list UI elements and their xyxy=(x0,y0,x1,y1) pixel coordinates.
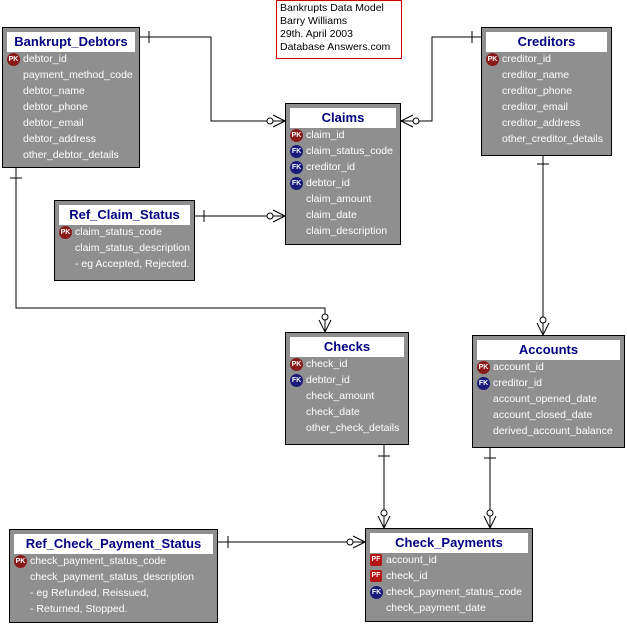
entity-title: Check_Payments xyxy=(370,533,528,553)
rel-accounts-checkpayments xyxy=(483,448,497,529)
entity-attribute: creditor_id xyxy=(493,377,543,389)
entity-attribute: - eg Refunded, Reissued, xyxy=(30,587,150,599)
rel-creditors-accounts xyxy=(536,156,550,336)
fk-key-icon: FK xyxy=(477,377,490,390)
rel-paymentstatus-checkpayments xyxy=(218,535,366,549)
entity-attribute: claim_amount xyxy=(306,193,372,205)
entity-attribute: debtor_address xyxy=(23,133,96,145)
pf-key-icon: PF xyxy=(370,554,382,566)
pf-key-icon: PF xyxy=(370,570,382,582)
entity-attribute: debtor_id xyxy=(306,177,350,189)
entity-attribute: check_id xyxy=(386,570,428,582)
entity-attribute: debtor_id xyxy=(23,53,67,65)
entity-attribute: payment_method_code xyxy=(23,69,133,81)
entity-title: Ref_Claim_Status xyxy=(59,205,190,225)
pk-key-icon: PK xyxy=(7,53,20,66)
entity-attribute: account_closed_date xyxy=(493,409,593,421)
entity-attribute: - eg Accepted, Rejected. xyxy=(75,258,190,270)
note-line: 29th. April 2003 xyxy=(280,28,353,40)
entity-attribute: debtor_name xyxy=(23,85,85,97)
entity-attribute: creditor_id xyxy=(502,53,552,65)
entity-attribute: account_opened_date xyxy=(493,393,597,405)
fk-key-icon: FK xyxy=(370,586,383,599)
entity-attribute: debtor_phone xyxy=(23,101,88,113)
note-line: Bankrupts Data Model xyxy=(280,2,384,14)
diagram-note: Bankrupts Data Model Barry Williams 29th… xyxy=(276,0,402,59)
entity-attribute: claim_description xyxy=(306,225,388,237)
note-line: Barry Williams xyxy=(280,15,348,27)
entity-title: Creditors xyxy=(486,32,607,52)
entity-attribute: creditor_address xyxy=(502,117,581,129)
fk-key-icon: FK xyxy=(290,145,303,158)
rel-debtors-checks xyxy=(10,168,332,333)
entity-attribute: claim_status_description xyxy=(75,242,190,254)
entity-attribute: check_payment_date xyxy=(386,602,486,614)
entity-attribute: other_check_details xyxy=(306,422,400,434)
entity-attribute: check_payment_status_code xyxy=(30,555,167,567)
entity-attribute: account_id xyxy=(493,361,544,373)
entity-attribute: check_id xyxy=(306,358,348,370)
pk-key-icon: PK xyxy=(290,358,303,371)
entity-title: Claims xyxy=(290,108,396,128)
entity-attribute: check_payment_status_code xyxy=(386,586,523,598)
note-line: Database Answers.com xyxy=(280,41,391,53)
entity-attribute: derived_account_balance xyxy=(493,425,613,437)
entity-attribute: - Returned, Stopped. xyxy=(30,603,128,615)
entity-attribute: creditor_name xyxy=(502,69,570,81)
entity-attribute: check_date xyxy=(306,406,360,418)
entity-attribute: claim_status_code xyxy=(75,226,162,238)
entity-title: Ref_Check_Payment_Status xyxy=(14,534,213,554)
entity-attribute: account_id xyxy=(386,554,437,566)
entity-attribute: other_creditor_details xyxy=(502,133,603,145)
entity-attribute: creditor_phone xyxy=(502,85,573,97)
entity-attribute: claim_status_code xyxy=(306,145,393,157)
pk-key-icon: PK xyxy=(486,53,499,66)
entity-attribute: check_amount xyxy=(306,390,375,402)
entity-attribute: claim_date xyxy=(306,209,357,221)
fk-key-icon: FK xyxy=(290,374,303,387)
rel-creditors-claims xyxy=(400,31,481,128)
rel-checks-checkpayments xyxy=(377,445,391,529)
entity-attribute: creditor_email xyxy=(502,101,568,113)
entity-attribute: other_debtor_details xyxy=(23,149,119,161)
entity-title: Bankrupt_Debtors xyxy=(7,32,135,52)
rel-claimstatus-claims xyxy=(195,209,286,223)
entity-attribute: claim_id xyxy=(306,129,345,141)
fk-key-icon: FK xyxy=(290,177,303,190)
pk-key-icon: PK xyxy=(59,226,72,239)
pk-key-icon: PK xyxy=(14,555,27,568)
pk-key-icon: PK xyxy=(290,129,303,142)
entity-title: Accounts xyxy=(477,340,620,360)
entity-attribute: creditor_id xyxy=(306,161,356,173)
entity-attribute: debtor_email xyxy=(23,117,84,129)
entity-attribute: check_payment_status_description xyxy=(30,571,195,583)
rel-debtors-claims xyxy=(140,31,286,128)
pk-key-icon: PK xyxy=(477,361,490,374)
fk-key-icon: FK xyxy=(290,161,303,174)
entity-title: Checks xyxy=(290,337,404,357)
entity-attribute: debtor_id xyxy=(306,374,350,386)
